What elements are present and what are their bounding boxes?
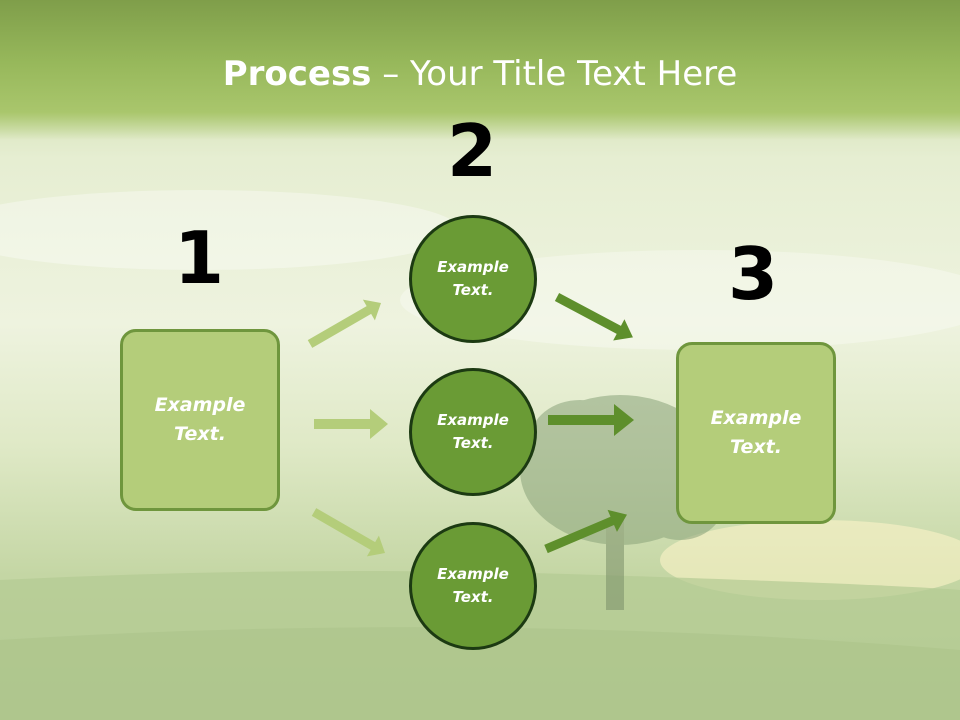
circle-top: Example Text. [409,215,537,343]
circle-top-label: Example Text. [437,258,509,299]
circle-bottom-label: Example Text. [437,565,509,606]
circle-middle-label: Example Text. [437,411,509,452]
step-1-box: Example Text. [120,329,280,511]
slide-title: Process – Your Title Text Here [0,52,960,96]
arrow-circle-top-to-box [554,293,633,341]
title-rest: – Your Title Text Here [371,54,738,94]
circle-bottom: Example Text. [409,522,537,650]
arrow-box-to-circle-bottom [311,508,386,557]
step-3-box: Example Text. [676,342,836,524]
circle-middle: Example Text. [409,368,537,496]
arrow-circle-middle-to-box [548,404,634,436]
step-number-3: 3 [727,232,779,316]
arrow-box-to-circle-middle [314,409,388,439]
title-band [0,0,960,140]
step-1-label: Example Text. [154,394,246,445]
step-3-label: Example Text. [710,407,802,458]
arrow-circle-bottom-to-box [544,509,628,554]
step-number-1: 1 [173,216,225,300]
step-number-2: 2 [446,109,498,193]
arrow-box-to-circle-top [307,299,382,348]
title-bold: Process [222,54,372,94]
